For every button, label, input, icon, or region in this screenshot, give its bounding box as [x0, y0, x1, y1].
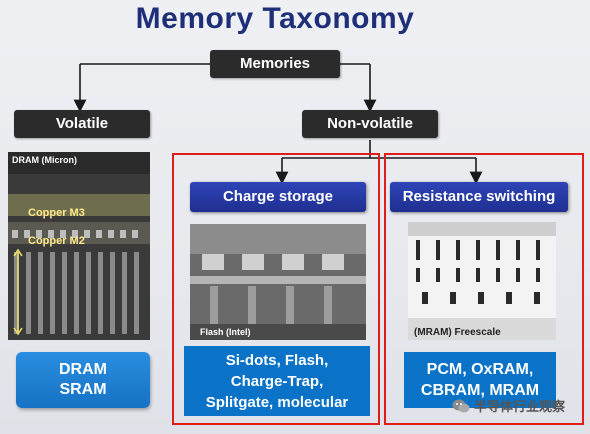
volatile-example-dram: DRAM	[59, 361, 107, 378]
charge-storage-examples-box: Si-dots, Flash, Charge-Trap, Splitgate, …	[184, 346, 370, 416]
charge-example-line-2: Charge-Trap,	[230, 372, 324, 390]
volatile-examples-box: DRAM SRAM	[16, 352, 150, 408]
flash-caption: Flash (Intel)	[200, 327, 251, 337]
resistance-example-line-1: PCM, OxRAM,	[426, 361, 534, 378]
flash-cross-section-image	[190, 224, 366, 340]
volatile-example-sram: SRAM	[59, 381, 107, 398]
node-resistance-switching: Resistance switching	[390, 182, 568, 212]
wechat-icon	[452, 399, 470, 412]
page-title: Memory Taxonomy	[135, 2, 415, 35]
mram-caption: (MRAM) Freescale	[414, 327, 501, 338]
mram-cross-section-image	[408, 222, 556, 340]
charge-storage-highlight	[172, 153, 380, 425]
resistance-switching-examples-box: PCM, OxRAM, CBRAM, MRAM	[404, 352, 556, 408]
resistance-example-line-2: CBRAM, MRAM	[420, 382, 540, 399]
node-volatile: Volatile	[14, 110, 150, 138]
resistance-switching-highlight	[384, 153, 584, 425]
watermark: 半导体行业观察	[452, 396, 565, 415]
node-charge-storage: Charge storage	[190, 182, 366, 212]
charge-example-line-3: Splitgate, molecular	[205, 393, 349, 411]
node-memories: Memories	[210, 50, 340, 78]
copper-m2-label: Copper M2	[28, 235, 85, 247]
dram-cross-section-image	[8, 152, 150, 340]
node-nonvolatile: Non-volatile	[302, 110, 438, 138]
copper-m3-label: Copper M3	[28, 207, 85, 219]
charge-example-line-1: Si-dots, Flash,	[225, 351, 329, 369]
dram-caption: DRAM (Micron)	[12, 155, 77, 165]
watermark-text: 半导体行业观察	[474, 399, 566, 414]
